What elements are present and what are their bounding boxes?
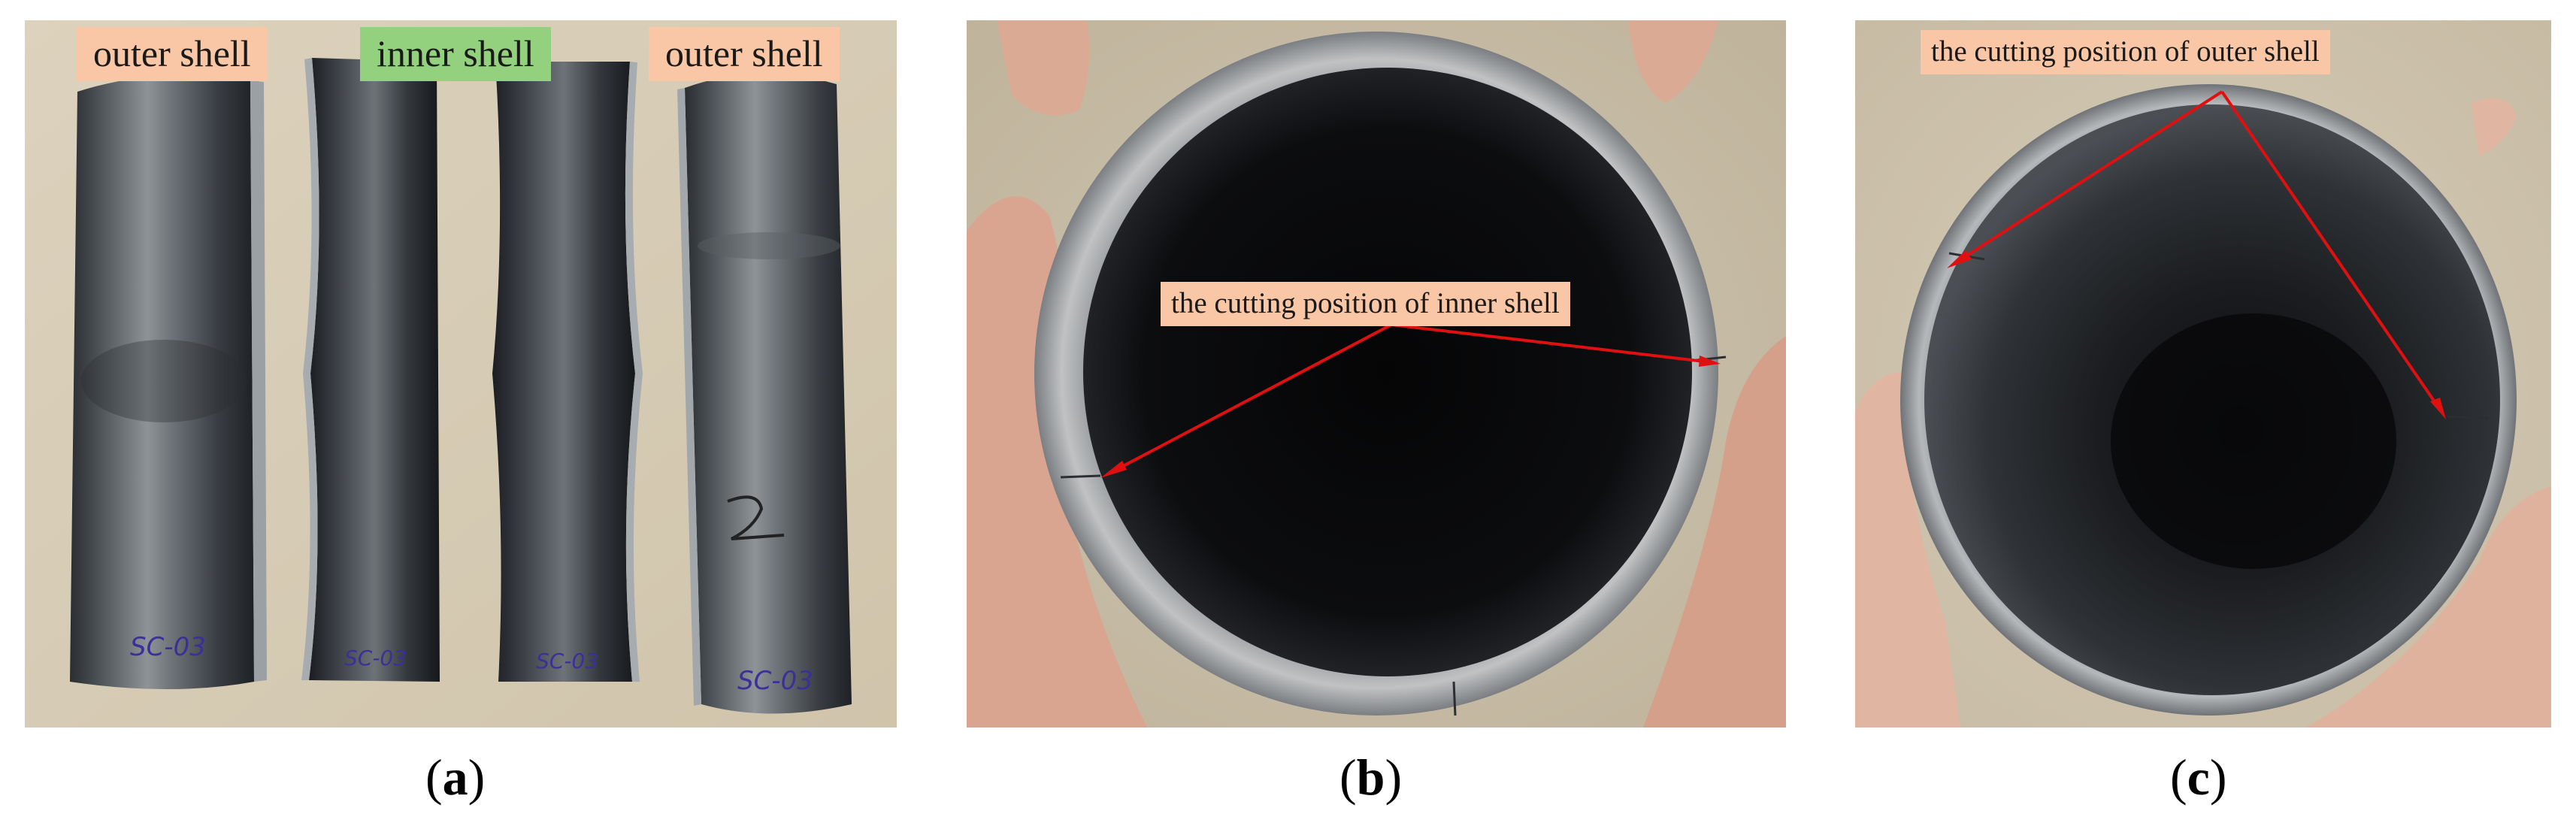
cutting-position-arrows <box>1112 323 1712 473</box>
svg-text:SC-03: SC-03 <box>737 666 813 696</box>
photo-panel-a: SC-03 SC-03 SC-03 SC-03 outer shell inne… <box>25 20 897 728</box>
arrowheads <box>1100 355 1721 478</box>
inner-shell-left <box>301 58 440 682</box>
tube-bore <box>1083 68 1692 676</box>
inner-shell-cutting-label: the cutting position of inner shell <box>1161 282 1570 326</box>
inner-shell-end-view-photo <box>967 20 1786 728</box>
arrowheads <box>1947 250 2446 419</box>
svg-text:SC-03: SC-03 <box>344 646 407 670</box>
caption-a: (a) <box>425 749 486 806</box>
caption-c: (c) <box>2170 749 2227 806</box>
inner-shell-label: inner shell <box>360 27 551 81</box>
hand-right <box>2306 486 2551 728</box>
outer-shell-label-left: outer shell <box>77 27 268 81</box>
hand-right <box>1643 336 1786 728</box>
outer-shell-end-view-photo <box>1855 20 2551 728</box>
specimen-marks: SC-03 SC-03 SC-03 SC-03 <box>130 632 813 696</box>
outer-shell-right <box>677 74 852 714</box>
outer-shell-cutting-label: the cutting position of outer shell <box>1921 30 2330 74</box>
cutting-position-arrows <box>1957 90 2440 409</box>
photo-panel-b: the cutting position of inner shell <box>967 20 1786 728</box>
svg-text:SC-03: SC-03 <box>130 632 206 662</box>
caption-b: (b) <box>1339 749 1403 806</box>
hand-left <box>1855 372 1960 728</box>
outer-shell-left <box>70 74 267 689</box>
svg-text:SC-03: SC-03 <box>536 649 598 673</box>
half-shell-photo: SC-03 SC-03 SC-03 SC-03 <box>25 20 897 728</box>
handwritten-digit <box>727 495 785 540</box>
inner-shell-right <box>492 62 643 682</box>
photo-panel-c: the cutting position of outer shell <box>1855 20 2551 728</box>
outer-shell-label-right: outer shell <box>649 27 840 81</box>
